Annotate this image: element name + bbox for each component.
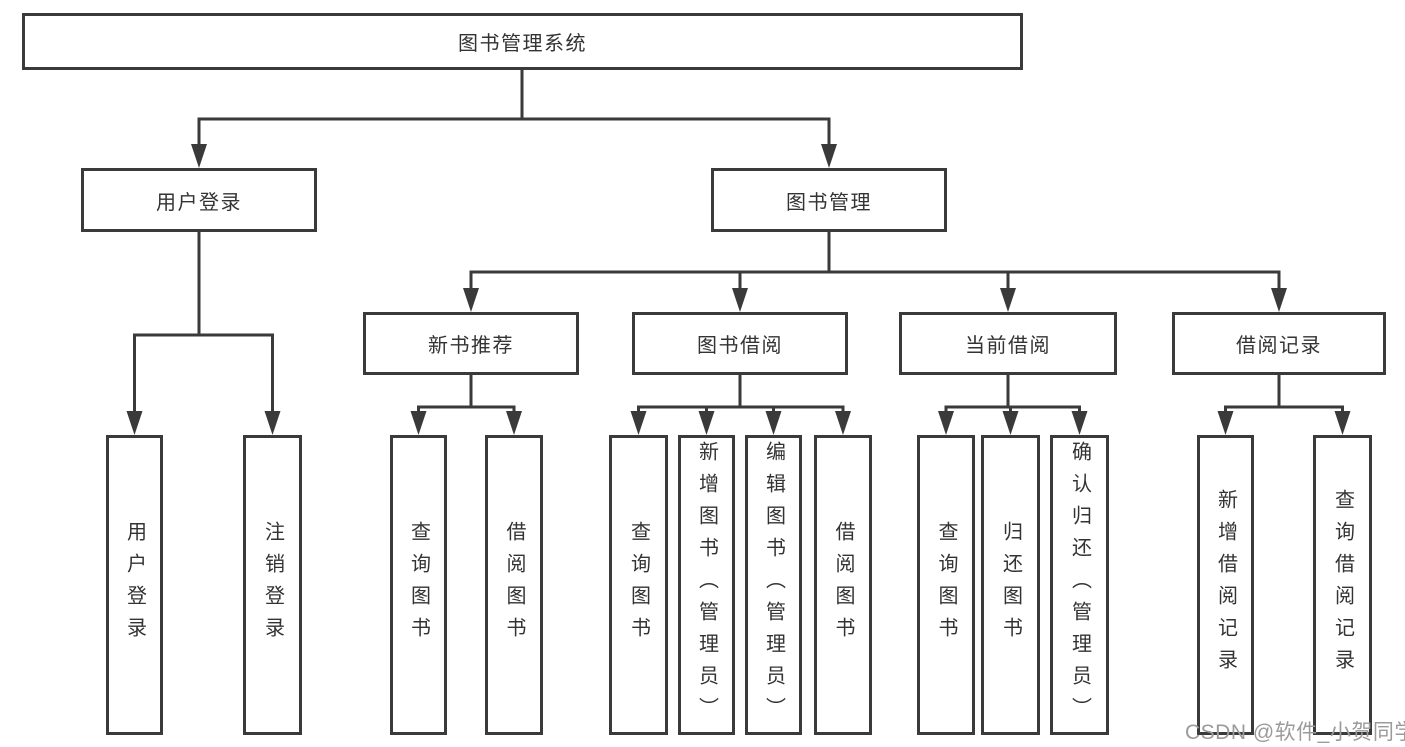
arrowhead [1000, 288, 1016, 312]
arrowhead [264, 411, 281, 435]
node-root: 图书管理系统 [22, 13, 1023, 70]
node-current-borrow-label: 当前借阅 [965, 335, 1051, 357]
leaf-confirm-return-admin: 确认归还（管理员） [1050, 435, 1109, 735]
leaf-label: 查询图书 [627, 521, 650, 649]
arrowhead [506, 411, 522, 435]
arrowhead [1002, 411, 1019, 435]
arrowhead [835, 411, 851, 435]
leaf-query-borrow-record: 查询借阅记录 [1313, 435, 1372, 735]
node-book-borrow: 图书借阅 [632, 312, 848, 375]
connector-bookmgmt-level3 [469, 230, 1281, 292]
leaf-label: 查询图书 [935, 521, 957, 649]
arrowhead [630, 411, 647, 435]
connector-userlogin-leaves [133, 230, 274, 415]
arrowhead [821, 144, 837, 168]
leaf-borrow-books: 借阅图书 [814, 435, 872, 735]
node-new-book-recommend: 新书推荐 [363, 312, 579, 375]
leaf-label: 查询借阅记录 [1331, 489, 1354, 681]
leaf-label: 查询图书 [407, 521, 430, 649]
leaf-user-login: 用户登录 [106, 435, 163, 735]
leaf-add-borrow-record: 新增借阅记录 [1197, 435, 1254, 735]
leaf-add-books-admin: 新增图书（管理员） [678, 435, 735, 735]
connector-root-level2 [197, 68, 831, 148]
leaf-label: 借阅图书 [503, 521, 525, 649]
leaf-label: 注销登录 [261, 521, 284, 649]
connector-newbook-leaves [417, 373, 516, 415]
arrowhead [126, 411, 143, 435]
connector-currentborrow-leaves [944, 373, 1081, 415]
arrowhead [1071, 411, 1088, 435]
arrowhead [938, 411, 954, 435]
arrowhead [1217, 411, 1234, 435]
arrowhead [698, 411, 715, 435]
leaf-query-books-recommend: 查询图书 [390, 435, 447, 735]
leaf-logout: 注销登录 [243, 435, 302, 735]
node-borrow-records: 借阅记录 [1172, 312, 1386, 375]
arrowhead [732, 288, 748, 312]
leaf-return-books: 归还图书 [981, 435, 1040, 735]
leaf-label: 用户登录 [123, 521, 146, 649]
node-book-borrow-label: 图书借阅 [697, 335, 783, 357]
connector-records-leaves [1224, 373, 1344, 415]
node-current-borrow: 当前借阅 [899, 312, 1117, 375]
arrowhead [410, 411, 427, 435]
leaf-label: 新增图书（管理员） [695, 441, 718, 729]
watermark: CSDN @软件_小贺同学 [1185, 721, 1405, 744]
node-borrow-records-label: 借阅记录 [1236, 335, 1322, 357]
arrowhead [191, 144, 207, 168]
leaf-query-books-current: 查询图书 [917, 435, 975, 735]
node-book-management-label: 图书管理 [786, 191, 872, 214]
leaf-query-books-borrow: 查询图书 [609, 435, 668, 735]
node-root-label: 图书管理系统 [458, 33, 587, 55]
arrowhead [1271, 288, 1287, 312]
leaf-label: 新增借阅记录 [1214, 489, 1237, 681]
leaf-edit-books-admin: 编辑图书（管理员） [745, 435, 802, 735]
leaf-label: 确认归还（管理员） [1068, 441, 1091, 729]
leaf-borrow-books-recommend: 借阅图书 [485, 435, 543, 735]
connector-bookborrow-leaves [637, 373, 845, 415]
node-user-login: 用户登录 [81, 168, 317, 232]
node-book-management: 图书管理 [711, 168, 947, 232]
node-user-login-label: 用户登录 [156, 191, 242, 214]
leaf-label: 归还图书 [999, 521, 1022, 649]
arrowhead [765, 411, 782, 435]
leaf-label: 编辑图书（管理员） [762, 441, 785, 729]
arrowhead [463, 288, 479, 312]
arrowhead [1334, 411, 1351, 435]
node-new-book-recommend-label: 新书推荐 [428, 335, 514, 357]
leaf-label: 借阅图书 [832, 521, 854, 649]
